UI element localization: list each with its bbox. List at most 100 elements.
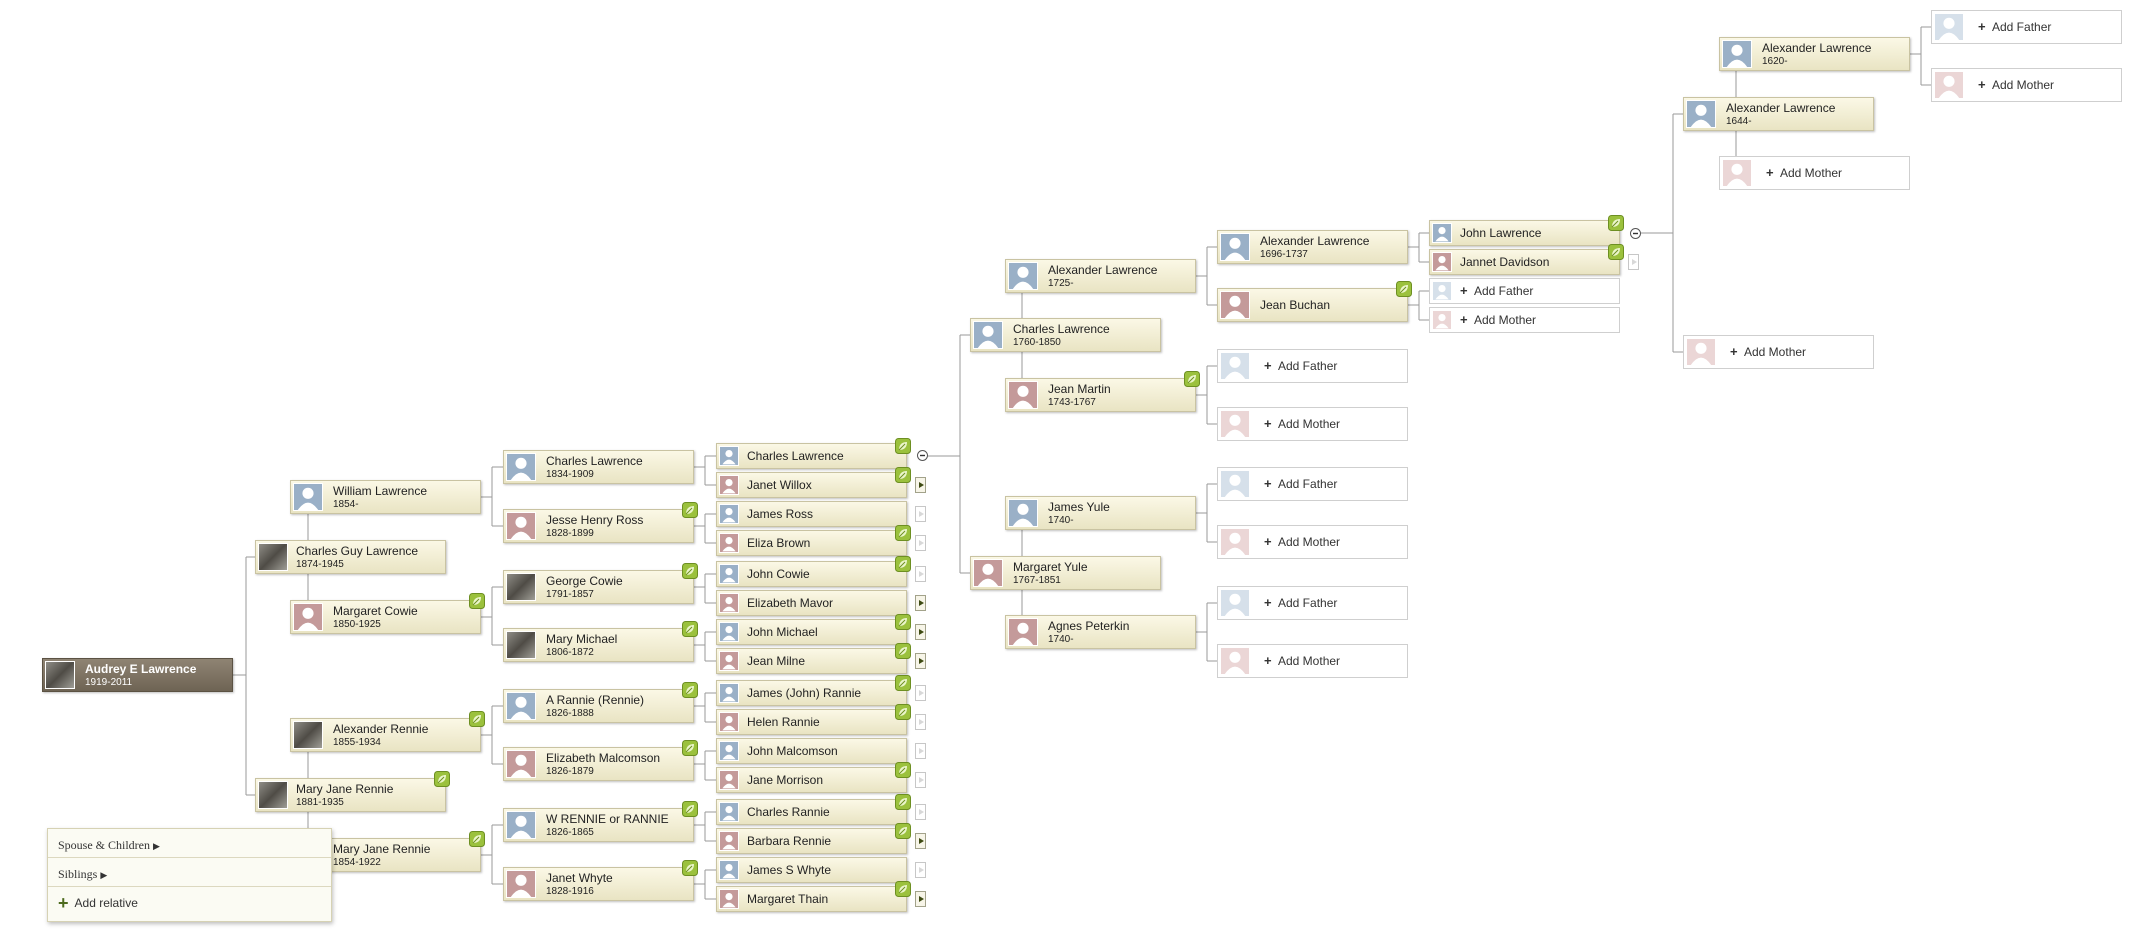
person-card-jane-morrison[interactable]: Jane Morrison xyxy=(716,767,907,793)
expand-arrow-icon[interactable] xyxy=(915,653,926,669)
leaf-hint-icon[interactable] xyxy=(682,860,698,876)
expand-arrow-icon[interactable] xyxy=(915,862,926,878)
leaf-hint-icon[interactable] xyxy=(469,711,485,727)
expand-arrow-icon[interactable] xyxy=(915,833,926,849)
add-father-button[interactable]: +Add Father xyxy=(1217,586,1408,620)
leaf-hint-icon[interactable] xyxy=(895,762,911,778)
leaf-hint-icon[interactable] xyxy=(895,525,911,541)
leaf-hint-icon[interactable] xyxy=(682,563,698,579)
person-card-eliza-brown[interactable]: Eliza Brown xyxy=(716,530,907,556)
leaf-hint-icon[interactable] xyxy=(895,704,911,720)
person-card-james-john-rannie[interactable]: James (John) Rannie xyxy=(716,680,907,706)
leaf-hint-icon[interactable] xyxy=(895,467,911,483)
collapse-minus-icon[interactable] xyxy=(917,450,928,461)
leaf-hint-icon[interactable] xyxy=(895,794,911,810)
leaf-hint-icon[interactable] xyxy=(682,740,698,756)
expand-arrow-icon[interactable] xyxy=(915,477,926,493)
person-card-helen-rannie[interactable]: Helen Rannie xyxy=(716,709,907,735)
expand-arrow-icon[interactable] xyxy=(915,535,926,551)
leaf-hint-icon[interactable] xyxy=(895,438,911,454)
spouse-children-menu-item[interactable]: Spouse & Children ▶ xyxy=(48,829,331,858)
person-card-charles-rannie[interactable]: Charles Rannie xyxy=(716,799,907,825)
expand-arrow-icon[interactable] xyxy=(915,566,926,582)
person-card-a-rannie[interactable]: A Rannie (Rennie)1826-1888 xyxy=(503,689,694,723)
expand-arrow-icon[interactable] xyxy=(915,685,926,701)
person-card-john-malcomson[interactable]: John Malcomson xyxy=(716,738,907,764)
person-card-elizabeth-mavor[interactable]: Elizabeth Mavor xyxy=(716,590,907,616)
person-card-john-michael[interactable]: John Michael xyxy=(716,619,907,645)
expand-arrow-icon[interactable] xyxy=(915,891,926,907)
person-card-charles-lawrence-gen4[interactable]: Charles Lawrence xyxy=(716,443,907,469)
leaf-hint-icon[interactable] xyxy=(1608,244,1624,260)
add-mother-button[interactable]: +Add Mother xyxy=(1429,307,1620,333)
person-card-james-s-whyte[interactable]: James S Whyte xyxy=(716,857,907,883)
person-card-janet-willox[interactable]: Janet Willox xyxy=(716,472,907,498)
leaf-hint-icon[interactable] xyxy=(895,643,911,659)
add-father-button[interactable]: +Add Father xyxy=(1931,10,2122,44)
person-card-margaret-thain[interactable]: Margaret Thain xyxy=(716,886,907,912)
person-card-jannet-davidson[interactable]: Jannet Davidson xyxy=(1429,249,1620,275)
add-mother-button[interactable]: +Add Mother xyxy=(1217,644,1408,678)
person-card-jean-buchan[interactable]: Jean Buchan xyxy=(1217,288,1408,322)
leaf-hint-icon[interactable] xyxy=(1396,281,1412,297)
leaf-hint-icon[interactable] xyxy=(895,614,911,630)
leaf-hint-icon[interactable] xyxy=(1184,371,1200,387)
leaf-hint-icon[interactable] xyxy=(1608,215,1624,231)
add-mother-button[interactable]: +Add Mother xyxy=(1719,156,1910,190)
leaf-hint-icon[interactable] xyxy=(469,831,485,847)
expand-arrow-icon[interactable] xyxy=(915,506,926,522)
add-mother-button[interactable]: +Add Mother xyxy=(1217,525,1408,559)
add-father-button[interactable]: +Add Father xyxy=(1217,467,1408,501)
collapse-minus-icon[interactable] xyxy=(1630,228,1641,239)
leaf-hint-icon[interactable] xyxy=(895,823,911,839)
add-mother-button[interactable]: +Add Mother xyxy=(1931,68,2122,102)
add-mother-button[interactable]: +Add Mother xyxy=(1217,407,1408,441)
expand-arrow-icon[interactable] xyxy=(915,714,926,730)
expand-arrow-icon[interactable] xyxy=(915,772,926,788)
add-mother-button[interactable]: +Add Mother xyxy=(1683,335,1874,369)
person-card-john-cowie[interactable]: John Cowie xyxy=(716,561,907,587)
leaf-hint-icon[interactable] xyxy=(682,682,698,698)
person-card-jean-milne[interactable]: Jean Milne xyxy=(716,648,907,674)
person-card-john-lawrence[interactable]: John Lawrence xyxy=(1429,220,1620,246)
expand-arrow-icon[interactable] xyxy=(1628,254,1639,270)
person-card-james-ross[interactable]: James Ross xyxy=(716,501,907,527)
leaf-hint-icon[interactable] xyxy=(682,621,698,637)
expand-arrow-icon[interactable] xyxy=(915,595,926,611)
leaf-hint-icon[interactable] xyxy=(895,675,911,691)
leaf-hint-icon[interactable] xyxy=(895,881,911,897)
expand-arrow-icon[interactable] xyxy=(915,804,926,820)
leaf-hint-icon[interactable] xyxy=(682,801,698,817)
leaf-hint-icon[interactable] xyxy=(895,556,911,572)
siblings-menu-item[interactable]: Siblings ▶ xyxy=(48,858,331,887)
add-father-button[interactable]: +Add Father xyxy=(1217,349,1408,383)
add-relative-menu-item[interactable]: +Add relative xyxy=(58,893,138,913)
leaf-hint-icon[interactable] xyxy=(682,502,698,518)
person-card-barbara-rennie[interactable]: Barbara Rennie xyxy=(716,828,907,854)
add-father-button[interactable]: +Add Father xyxy=(1429,278,1620,304)
leaf-hint-icon[interactable] xyxy=(469,593,485,609)
expand-arrow-icon[interactable] xyxy=(915,624,926,640)
